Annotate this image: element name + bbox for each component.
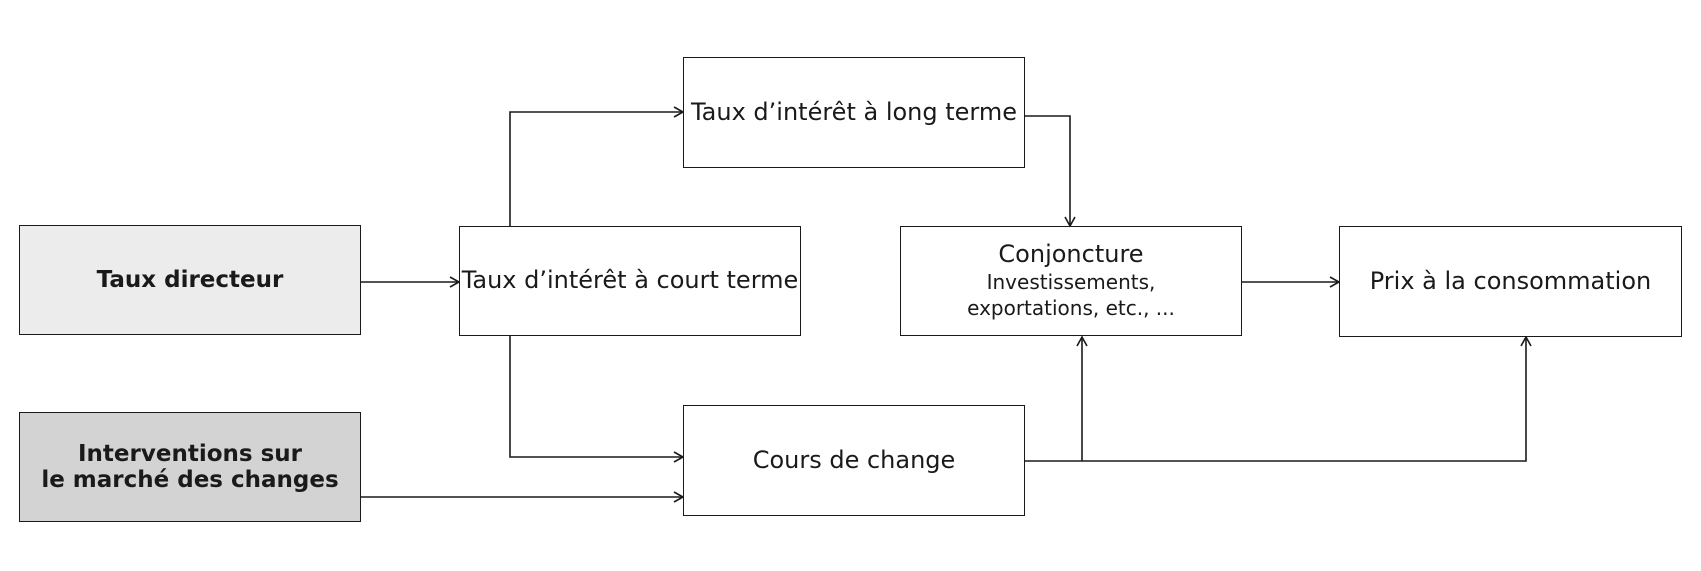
node-prix-label: Prix à la consommation (1369, 266, 1652, 295)
arrow-cours-change-to-prix (1025, 335, 1532, 462)
node-taux-directeur: Taux directeur (19, 225, 361, 335)
node-cours-change-label: Cours de change (752, 445, 956, 474)
node-interventions: Interventions sur le marché des changes (19, 412, 361, 522)
node-interventions-line1: Interventions sur (78, 440, 302, 467)
node-prix: Prix à la consommation (1339, 226, 1682, 337)
node-long-terme-label: Taux d’intérêt à long terme (690, 97, 1018, 126)
node-conjoncture-line2: exportations, etc., ... (967, 295, 1175, 320)
node-conjoncture-title: Conjoncture (998, 240, 1144, 269)
node-cours-change: Cours de change (683, 405, 1025, 516)
node-court-terme-label: Taux d’intérêt à court terme (461, 266, 799, 295)
node-interventions-line2: le marché des changes (41, 467, 339, 493)
node-long-terme: Taux d’intérêt à long terme (683, 57, 1025, 168)
arrow-long-terme-to-conjoncture (1025, 115, 1076, 228)
arrow-court-terme-to-long-terme (509, 106, 685, 226)
node-conjoncture-line1: Investissements, (986, 269, 1156, 294)
arrow-court-terme-to-cours-change (509, 336, 685, 463)
node-taux-directeur-label: Taux directeur (96, 266, 284, 293)
node-court-terme: Taux d’intérêt à court terme (459, 226, 801, 336)
node-conjoncture: Conjoncture Investissements, exportation… (900, 226, 1242, 336)
